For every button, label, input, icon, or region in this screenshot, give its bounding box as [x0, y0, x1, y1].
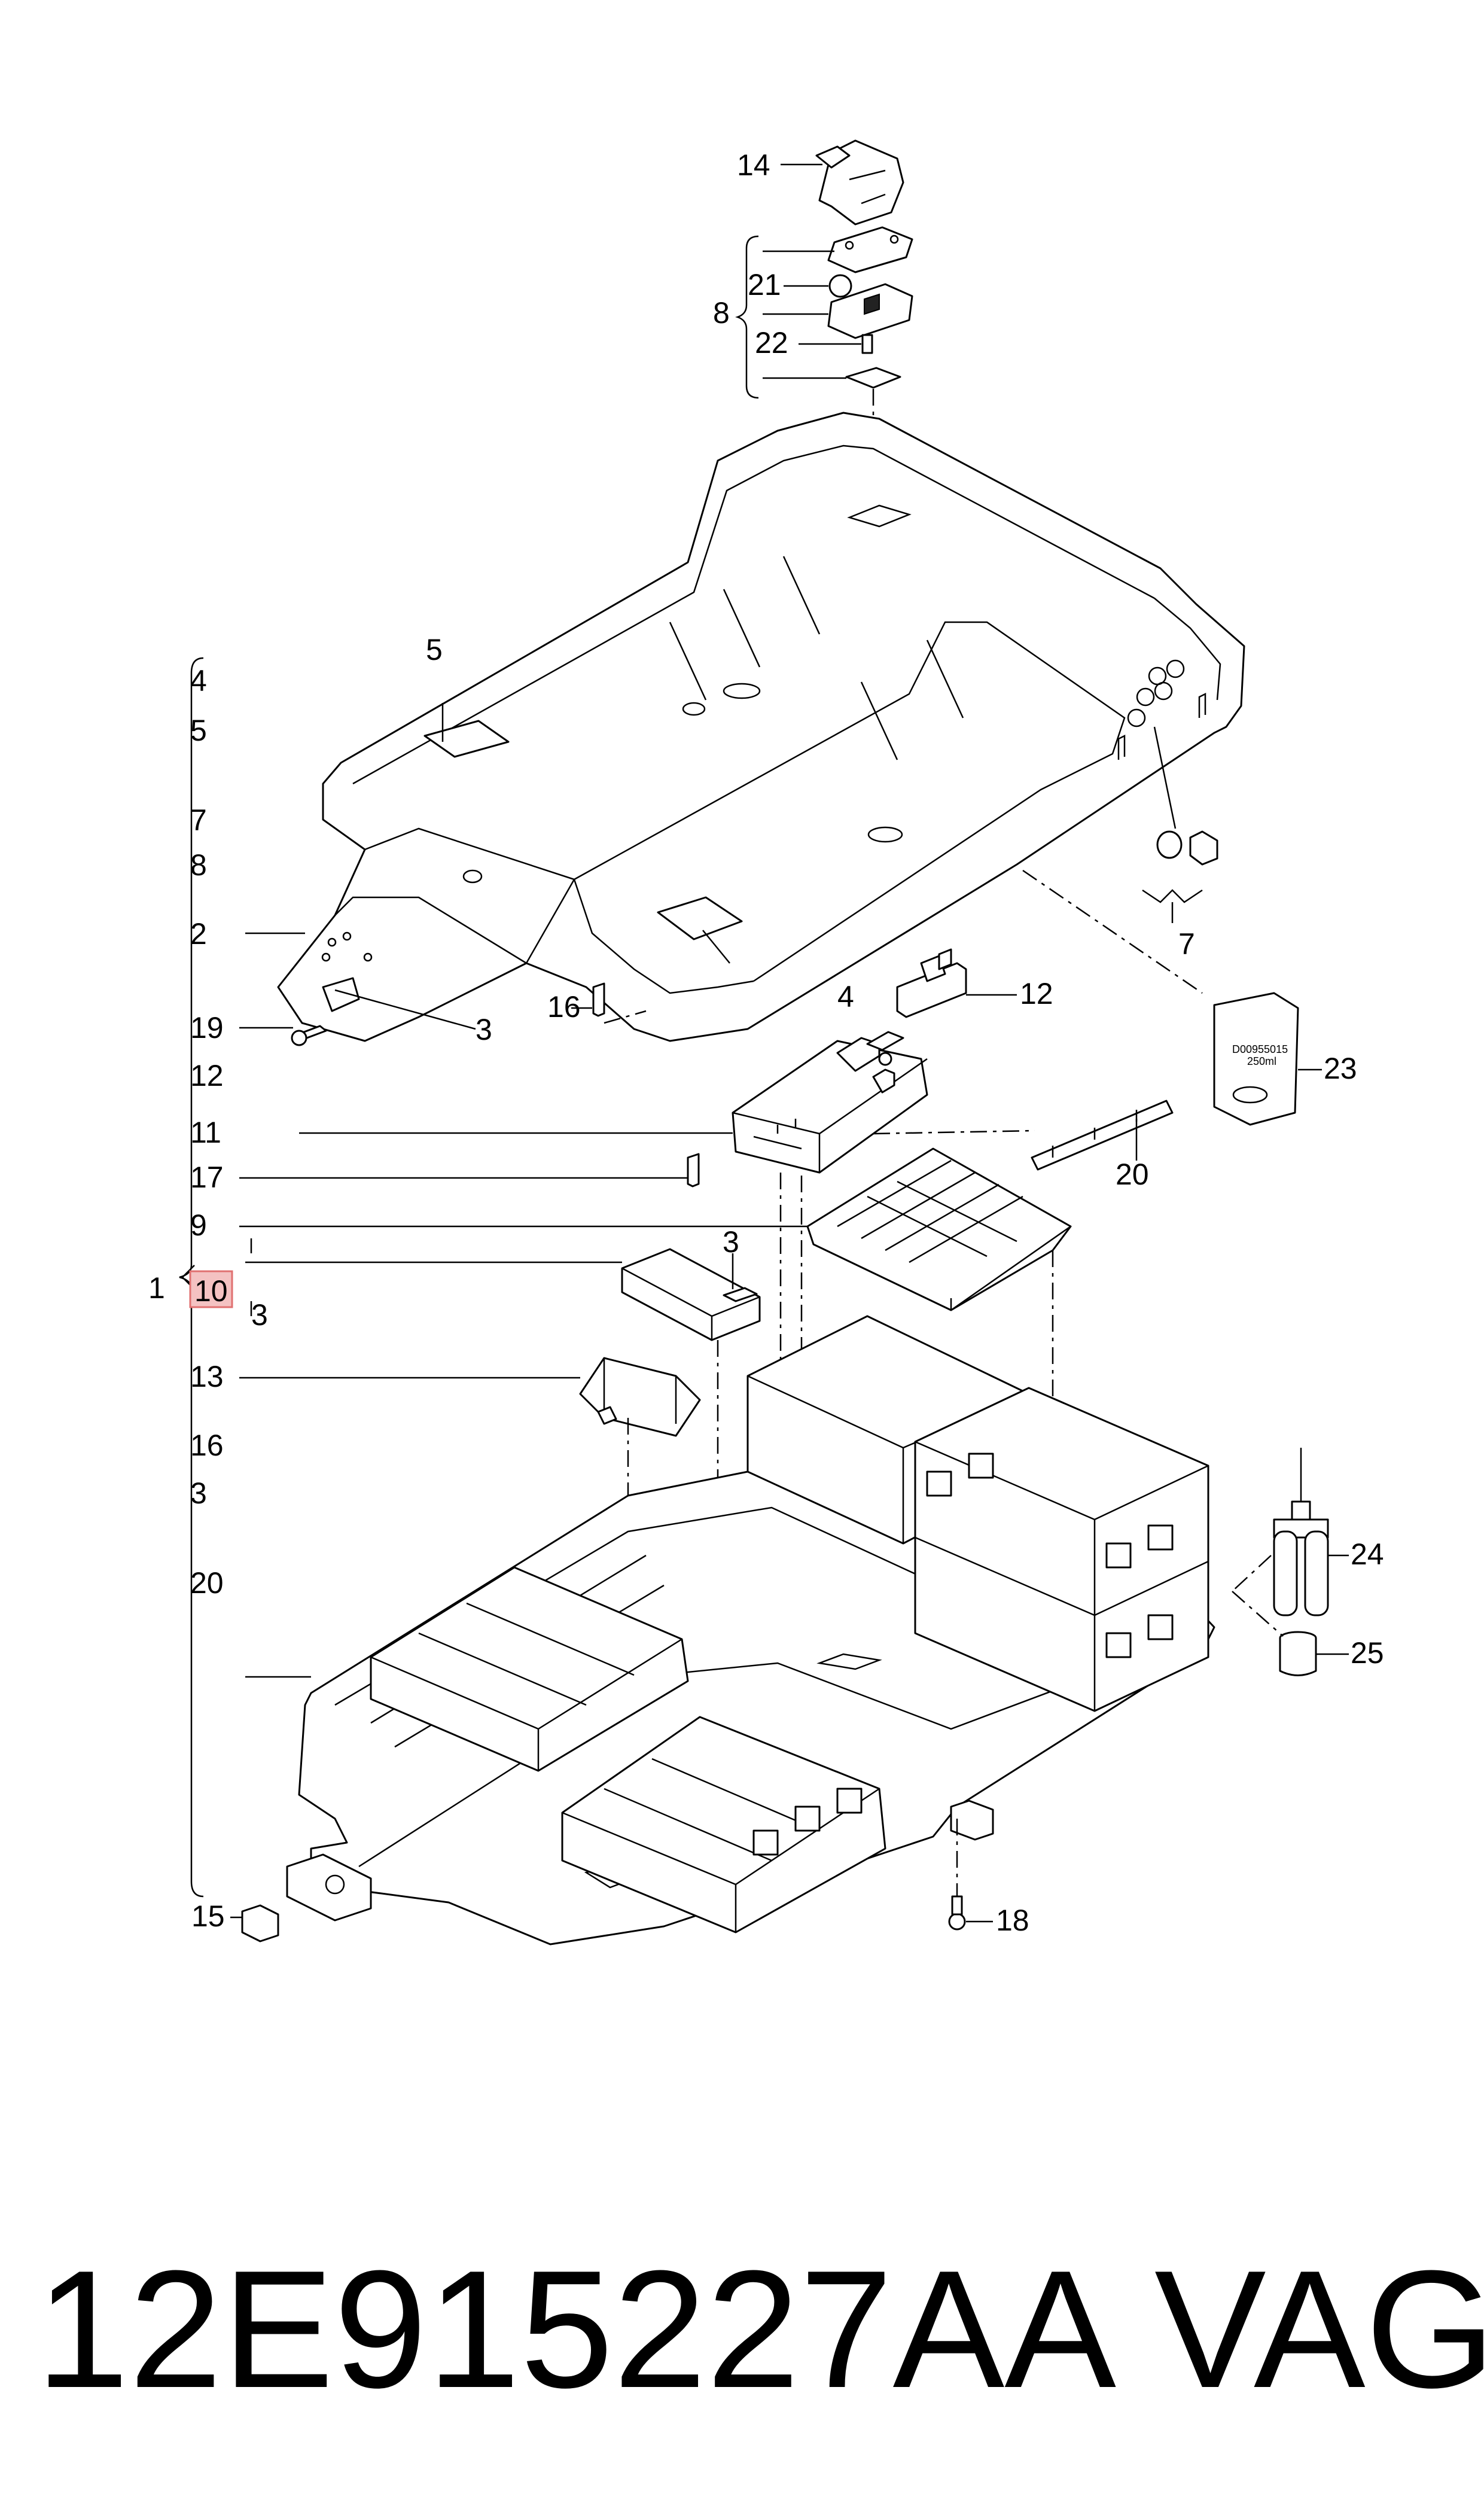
battery-tray — [245, 1315, 1215, 1945]
brand-name: VAG — [1154, 2236, 1484, 2423]
bolt-18 — [948, 1819, 993, 1931]
callout-3-bms: 3 — [723, 1225, 739, 1259]
callout-3-sub: 3 — [251, 1298, 268, 1332]
bracket-part — [896, 948, 1017, 1018]
callout-17: 17 — [190, 1161, 224, 1194]
callout-25: 25 — [1351, 1636, 1384, 1670]
callout-9: 9 — [190, 1208, 207, 1242]
vent-elements — [1142, 726, 1218, 923]
callout-7: 7 — [1178, 927, 1195, 961]
callout-19: 19 — [190, 1011, 224, 1045]
callout-10-highlighted: 10 — [194, 1274, 228, 1308]
callout-4: 4 — [837, 980, 854, 1013]
callout-2: 2 — [190, 917, 207, 951]
sealant-tube: D00955015 250ml — [1213, 992, 1322, 1126]
cooling-plate — [239, 1147, 1072, 1699]
bracket-item-20: 20 — [190, 1566, 224, 1600]
bracket-item-7: 7 — [190, 803, 207, 837]
battery-module-controller — [245, 1248, 761, 1663]
bracket-item-3: 3 — [190, 1476, 207, 1510]
callout-20: 20 — [1116, 1158, 1149, 1191]
callout-18: 18 — [996, 1904, 1029, 1937]
connector-assembly — [735, 139, 913, 514]
callout-12: 12 — [1020, 977, 1053, 1010]
callout-11: 11 — [190, 1116, 221, 1149]
callout-14: 14 — [737, 148, 770, 182]
rail-20 — [873, 1100, 1174, 1171]
bracket-item-8: 8 — [190, 848, 207, 882]
screw-19 — [239, 1025, 327, 1046]
bracket-item-16: 16 — [190, 1429, 224, 1462]
callout-1: 1 — [148, 1271, 165, 1305]
bracket-item-5: 5 — [190, 714, 207, 747]
part-number: 12E915227AA — [36, 2236, 1117, 2423]
callout-15: 15 — [191, 1899, 225, 1933]
callout-22: 22 — [755, 326, 788, 360]
callout-24: 24 — [1351, 1537, 1384, 1571]
callout-5: 5 — [426, 633, 443, 666]
callout-23: 23 — [1324, 1052, 1357, 1085]
bracket-item-4: 4 — [190, 664, 207, 698]
bracket-item-12: 12 — [190, 1059, 224, 1092]
callout-13: 13 — [190, 1360, 224, 1393]
tube-label-line-2: 250ml — [1247, 1055, 1276, 1067]
callout-21: 21 — [748, 268, 781, 302]
main-bracket — [179, 657, 204, 1898]
callout-3-cover: 3 — [476, 1013, 492, 1046]
callout-8: 8 — [713, 296, 730, 330]
adhesive-cartridge — [1232, 1448, 1349, 1616]
cup-25 — [1232, 1591, 1349, 1676]
control-unit — [299, 1031, 928, 1663]
screw-16 — [571, 982, 647, 1024]
highlight-box — [189, 1270, 233, 1308]
screw-17 — [239, 1153, 700, 1188]
tube-label-line-1: D00955015 — [1232, 1043, 1288, 1055]
battery-cover — [277, 412, 1245, 1042]
callout-16: 16 — [547, 990, 581, 1024]
connector-15 — [230, 1904, 279, 1942]
